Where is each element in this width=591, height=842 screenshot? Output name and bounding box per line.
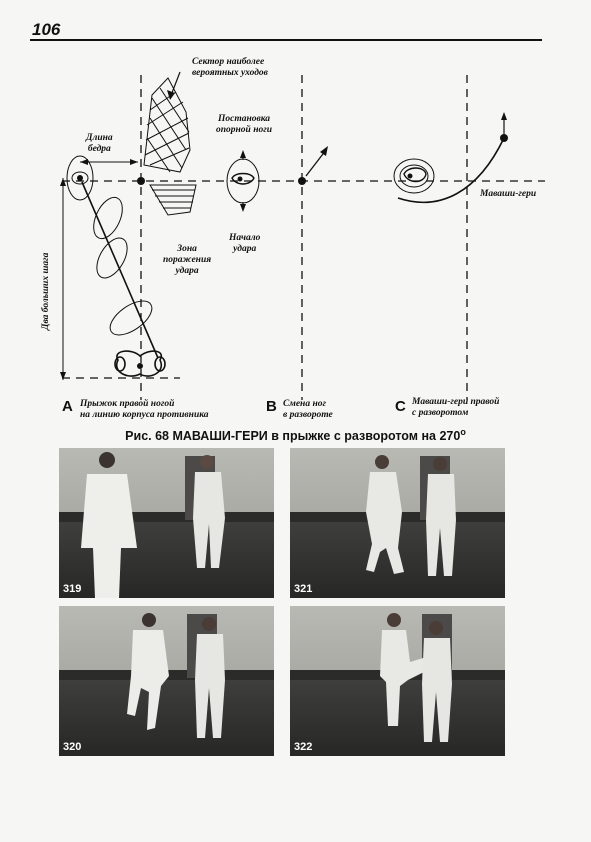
photo-number: 322	[294, 741, 313, 753]
phase-a-text: Прыжок правой ногой на линию корпуса про…	[80, 399, 209, 420]
switch-point	[298, 177, 306, 185]
photo-figures	[366, 455, 456, 576]
hit-zone-hatch	[149, 184, 197, 216]
support-leg-label: Постановка опорной ноги	[216, 114, 273, 135]
photo-322: 322	[290, 606, 505, 756]
phase-b-text: Смена ног в развороте	[283, 399, 333, 420]
escape-sector-hatch	[143, 77, 191, 173]
photo-figures	[380, 613, 452, 742]
photo-319: 319	[59, 448, 274, 598]
photo-number: 321	[294, 583, 313, 595]
figure-caption-text: Рис. 68 МАВАШИ-ГЕРИ в прыжке с разворото…	[125, 429, 461, 444]
phase-a-letter: A	[62, 398, 73, 415]
photo-number: 320	[63, 741, 82, 753]
degree-mark: о	[460, 427, 466, 437]
two-steps-label: Два больших шага	[41, 252, 51, 330]
photo-figures	[81, 452, 225, 598]
phase-b-letter: B	[266, 398, 277, 415]
photo-figures	[127, 613, 225, 738]
photo-321: 321	[290, 448, 505, 598]
spin-ellipse	[393, 158, 435, 194]
figure-caption: Рис. 68 МАВАШИ-ГЕРИ в прыжке с разворото…	[0, 427, 591, 443]
page-number: 106	[32, 20, 61, 39]
strike-start-label: Начало удара	[229, 233, 261, 254]
photo-320: 320	[59, 606, 274, 756]
photo-number: 319	[63, 583, 82, 595]
thigh-length-label: Длина бедра	[86, 133, 113, 154]
hit-zone-label: Зона поражения удара	[163, 244, 212, 276]
technique-diagram	[60, 71, 545, 400]
start-feet	[114, 350, 166, 377]
phase-c-text: Маваши-гери правой с разворотом	[412, 397, 500, 418]
partner-marker	[77, 175, 83, 181]
jump-path	[81, 181, 159, 359]
kick-arc	[397, 137, 505, 204]
opponent-marker	[137, 177, 145, 185]
mawashi-label: Маваши-гери	[480, 189, 537, 199]
sector-label: Сектор наиболее вероятных уходов	[192, 57, 268, 78]
header-rule	[30, 39, 542, 41]
foot-ellipse	[66, 155, 94, 201]
phase-c-letter: C	[395, 398, 406, 415]
